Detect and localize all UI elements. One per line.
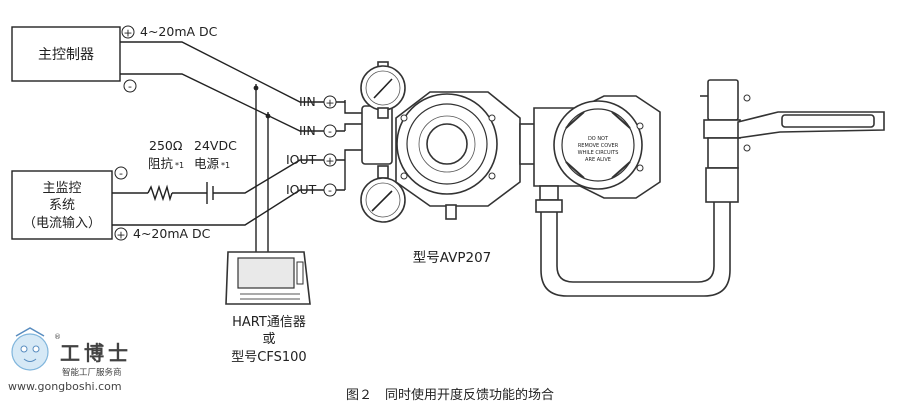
svg-text:+: + [123, 27, 132, 40]
svg-text:-: - [328, 184, 332, 197]
main-monitor-label-3: （电流输入） [23, 215, 101, 231]
communicator-label-1: HART通信器 [232, 315, 306, 330]
pressure-gauge-bottom [360, 165, 406, 223]
svg-text:-: - [119, 167, 123, 180]
figure-caption: 图２ 同时使用开度反馈功能的场合 [346, 387, 554, 403]
communicator-label-3: 型号CFS100 [231, 350, 306, 365]
bottom-signal: + 4~20mA DC [114, 226, 211, 242]
plus-sign-bottom [114, 227, 128, 241]
svg-text:阻抗: 阻抗 [148, 156, 174, 171]
main-monitor-label-1: 主监控 [42, 181, 81, 196]
svg-text:+: + [325, 97, 334, 110]
svg-text:-: - [328, 125, 332, 138]
svg-text:*1: *1 [221, 161, 230, 170]
resistor-symbol [147, 184, 173, 202]
terminal-iout-minus: IOUT [286, 182, 317, 197]
terminal-iout-plus: IOUT [286, 152, 317, 167]
watermark-logo: ® 工博士 智能工厂服务商 www.gongboshi.com [8, 327, 132, 393]
terminal-iin-plus: IIN [299, 94, 316, 109]
terminal-iin-minus: IIN [299, 123, 316, 138]
plate-line-3: WHILE CIRCUITS [578, 150, 619, 156]
svg-text:250Ω: 250Ω [149, 138, 183, 153]
plus-sign-top [121, 25, 135, 39]
hart-communicator [225, 251, 311, 305]
tube-loop [540, 200, 731, 297]
main-monitor-box: 主监控 系统 （电流输入） - [11, 166, 128, 240]
minus-sign-controller [123, 79, 137, 93]
communicator-label-2: 或 [262, 332, 275, 347]
svg-text:+: + [116, 229, 125, 242]
watermark-brand: 工博士 [60, 341, 132, 365]
minus-sign-monitor [114, 166, 128, 180]
positioner-device [360, 61, 537, 223]
resistor-label: 250Ω 阻抗 *1 [148, 138, 184, 171]
svg-text:-: - [128, 80, 132, 93]
mascot-icon [11, 333, 49, 371]
main-controller-label: 主控制器 [38, 47, 94, 63]
svg-text:®: ® [54, 333, 61, 341]
valve-lever [700, 79, 885, 203]
svg-text:+: + [325, 155, 334, 168]
svg-text:电源: 电源 [194, 156, 220, 171]
main-monitor-label-2: 系统 [49, 198, 75, 213]
watermark-url: www.gongboshi.com [8, 380, 122, 393]
svg-text:24VDC: 24VDC [194, 138, 237, 153]
plate-line-1: DO NOT [588, 136, 609, 142]
plate-line-4: ARE ALIVE [585, 157, 611, 163]
top-signal: + 4~20mA DC - [121, 24, 218, 93]
top-signal-label: 4~20mA DC [140, 24, 218, 39]
power-label: 24VDC 电源 *1 [194, 138, 237, 171]
svg-text:*1: *1 [175, 161, 184, 170]
main-controller-box: 主控制器 [11, 26, 121, 82]
actuator-housing: DO NOT REMOVE COVER WHILE CIRCUITS ARE A… [533, 95, 661, 213]
plate-line-2: REMOVE COVER [578, 143, 619, 149]
watermark-subtitle: 智能工厂服务商 [62, 367, 122, 378]
terminal-labels: IIN + IIN - IOUT + IOUT - [286, 94, 337, 197]
device-model-label: 型号AVP207 [413, 250, 492, 266]
bottom-signal-label: 4~20mA DC [133, 226, 211, 241]
pressure-gauge-top [360, 61, 406, 119]
